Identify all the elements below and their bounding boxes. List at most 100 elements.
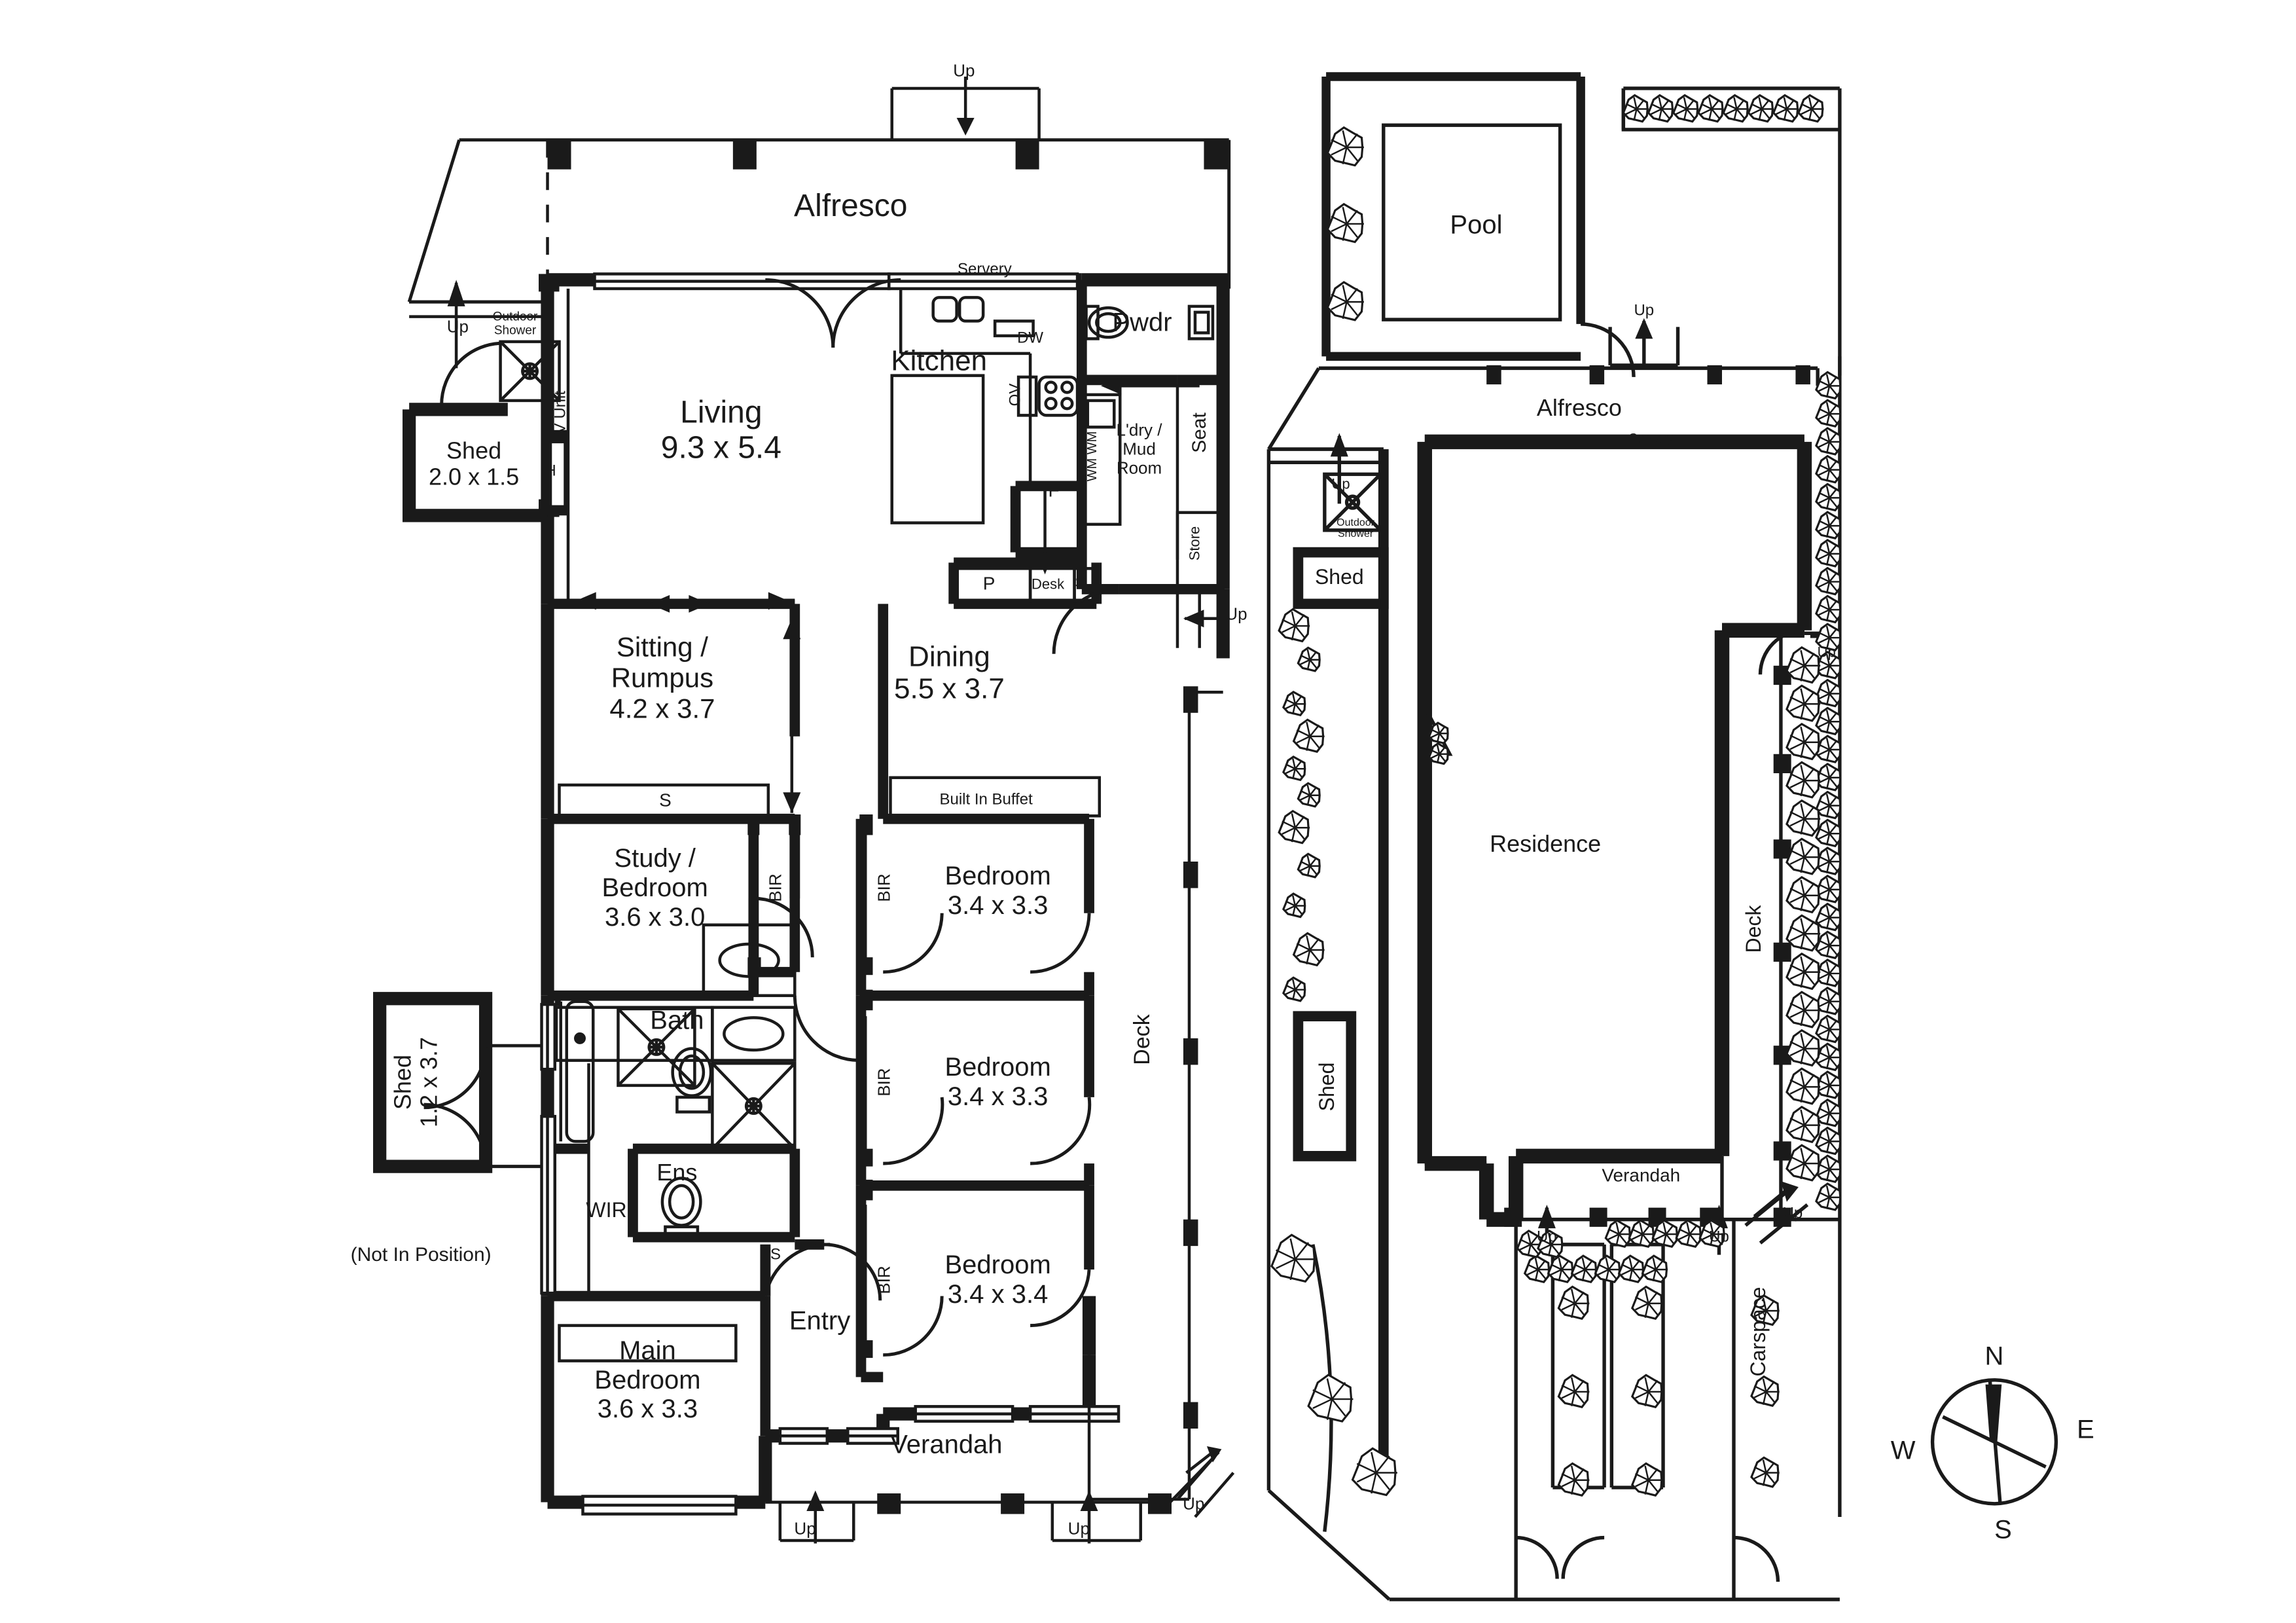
shrub-icon [1278,809,1310,845]
annotation-outdoor-shower: Outdoor Shower [492,310,538,338]
shrub-icon [1785,1029,1821,1067]
shrub-icon [1297,782,1321,808]
shrub-icon [1617,1254,1645,1283]
annotation-s: S [659,789,672,810]
compass-north: N [1984,1341,2004,1371]
annotation-up: Up [446,316,469,337]
annotation-up: Up [1183,1493,1205,1514]
annotation-up: Up [1067,1518,1090,1539]
shrub-icon [1815,371,1842,400]
room-label-study-bedroom-3-6-x-3-0: Study / Bedroom 3.6 x 3.0 [601,844,708,932]
annotation-s: S [1075,574,1086,592]
shrub-icon [1785,1105,1821,1144]
room-label-wir: WIR [586,1198,627,1222]
shrub-icon [1326,126,1364,167]
shrub-icon [1604,1219,1631,1249]
shrub-icon [1557,1374,1590,1408]
deck-piers [877,686,1198,1514]
shrub-icon [1292,932,1325,967]
shrub-icon [1292,718,1325,753]
shrub-icon [1537,1230,1564,1258]
shrub-icon [1326,202,1364,244]
shrub-icon [1815,650,1842,680]
alfresco-piers [547,139,1229,170]
compass-south: S [1994,1515,2012,1544]
shrub-icon [1785,684,1821,722]
shrub-icon [1747,94,1774,123]
site-annotation-servery: Servery [1628,431,1674,447]
annotation-up: Up [1225,604,1247,624]
shrub-icon [1815,1126,1842,1156]
shrub-icon [1785,799,1821,837]
annotation-not-in-position: (Not In Position) [350,1243,492,1266]
site-piers [1486,365,1810,1227]
shrub-icon [1722,94,1749,123]
shrub-icon [1630,1285,1663,1321]
room-label-living-9-3-x-5-4: Living 9.3 x 5.4 [660,395,781,465]
shrub-icon [1815,427,1842,456]
shrub-icon [1815,930,1842,960]
shrub-icon [1750,1375,1780,1407]
room-label-bath: Bath [650,1006,704,1035]
shrub-icon [1297,646,1321,672]
shrub-icon [1785,761,1821,799]
annotation-p: P [982,573,996,594]
shrub-icon [1647,94,1674,123]
annotation-up: Up [953,60,975,81]
room-label-bedroom-3-4-x-3-4: Bedroom 3.4 x 3.4 [944,1250,1051,1309]
shrub-icon [1278,608,1310,643]
shrub-icon [1307,1374,1354,1423]
room-label-shed-2-0-x-1-5: Shed 2.0 x 1.5 [429,437,520,490]
shrub-icon [1815,818,1842,848]
site-annotation-up: Up [1331,475,1350,492]
annotation-f: F [1048,480,1060,501]
shrub-icon [1516,1230,1543,1258]
room-label-bedroom-3-4-x-3-3: Bedroom 3.4 x 3.3 [944,1053,1051,1112]
top-stair [890,76,1041,140]
shrub-icon [1270,1233,1317,1283]
shrub-icon [1785,646,1821,684]
annotation-desk: Desk [1031,575,1065,593]
shrub-icon [1672,94,1699,123]
shrub-icon [1570,1254,1598,1283]
shrub-icon [1815,902,1842,932]
shrub-icon [1675,1219,1702,1249]
shrub-icon [1785,914,1821,952]
annotation-s: S [770,1245,781,1264]
room-label-bedroom-3-4-x-3-3: Bedroom 3.4 x 3.3 [944,862,1051,920]
room-label-kitchen: Kitchen [891,344,988,377]
shrub-icon [1815,483,1842,512]
room-label-sitting-rumpus-4-2-x-3-7: Sitting / Rumpus 4.2 x 3.7 [609,631,715,724]
annotation-up: Up [794,1518,816,1539]
site-label-alfresco: Alfresco [1536,393,1622,421]
room-label-main-bedroom-3-6-x-3-3: Main Bedroom 3.6 x 3.3 [594,1336,701,1424]
annotation-built-in-buffet: Built In Buffet [939,790,1033,809]
site-label-verandah: Verandah [1602,1165,1681,1186]
shrub-icon [1815,539,1842,568]
annotation-dw: DW [1017,329,1044,347]
shed-small [403,403,548,522]
site-annotation-up: Up [1709,1228,1729,1246]
shrub-icon [1594,1254,1621,1283]
shrub-icon [1785,875,1821,914]
site-annotation-up: Up [1537,1228,1557,1246]
shrub-icon [1282,690,1306,717]
shrub-icon [1547,1254,1574,1283]
shrub-icon [1797,94,1824,123]
shrub-icon [1815,1154,1842,1184]
shrub-icon [1282,755,1306,782]
shrub-icon [1297,852,1321,879]
compass-east: E [2077,1415,2094,1444]
room-label-entry: Entry [789,1306,851,1336]
shrub-icon [1815,454,1842,484]
room-label-alfresco: Alfresco [794,189,908,224]
room-label-pwdr: Pwdr [1112,308,1172,337]
shrub-icon [1282,976,1306,1002]
shrub-icon [1697,94,1724,123]
site-annotation-up: Up [1634,301,1655,319]
shrub-icon [1815,399,1842,428]
shrub-icon [1785,723,1821,761]
room-label-ens: Ens [656,1158,698,1186]
shrub-icon [1815,986,1842,1015]
